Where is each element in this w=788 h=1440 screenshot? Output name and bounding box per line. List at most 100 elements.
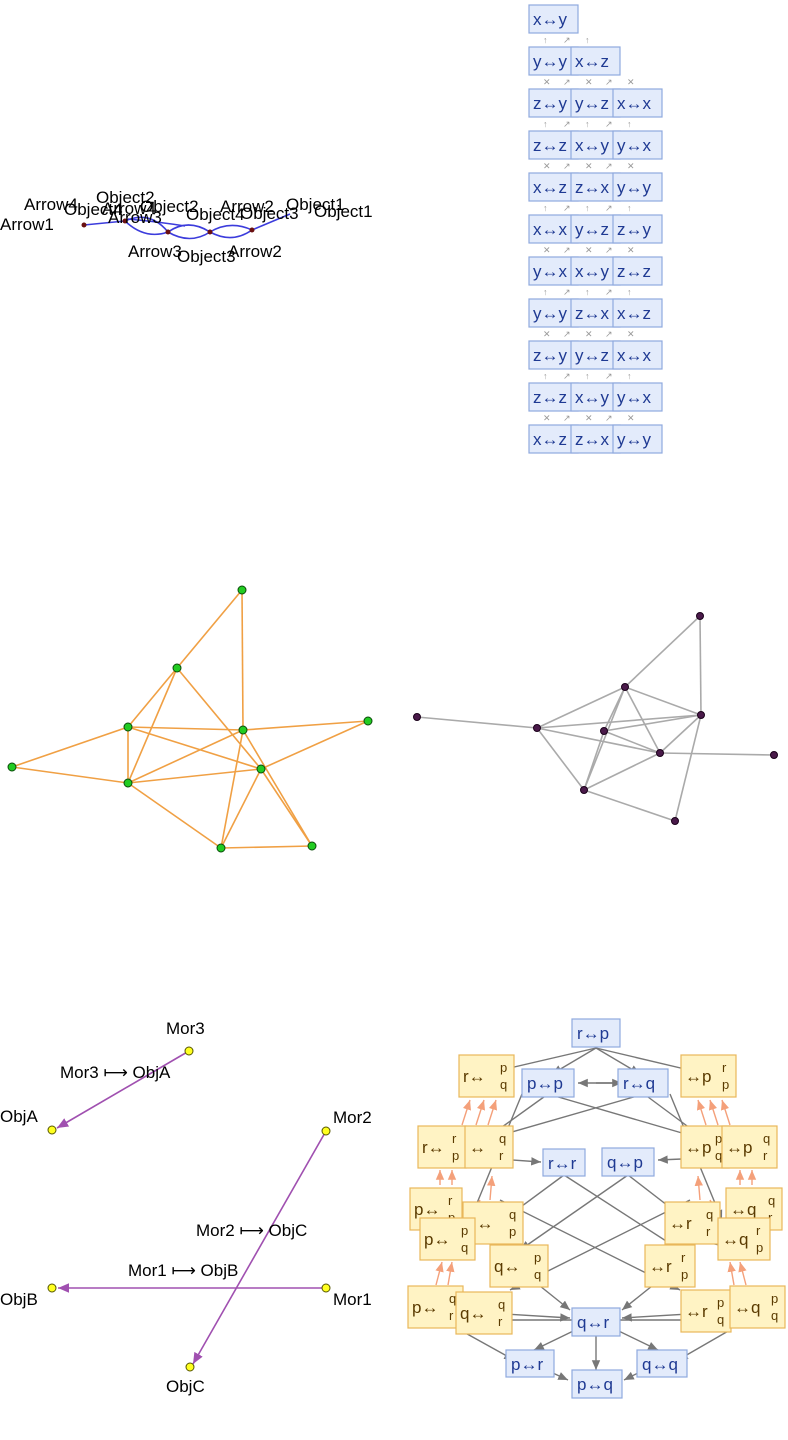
swap-connector-mark: ✕: [543, 329, 551, 339]
swap-node-main: ↔r: [649, 1257, 672, 1276]
swap-connector-mark: ↗: [605, 161, 613, 171]
swap-node-top: q: [768, 1193, 775, 1208]
swap-cell: y↔y: [612, 424, 663, 454]
label-overlap-6: Arrow2: [220, 197, 274, 216]
swap-connector-mark: ↑: [543, 371, 548, 381]
swap-node-bottom: p: [509, 1224, 516, 1239]
swap-cell: x↔x: [612, 340, 663, 370]
swap-node-main: p↔: [412, 1298, 438, 1317]
swap-cell: z↔y: [528, 88, 579, 118]
swap-node-yellow: q↔pq: [489, 1244, 549, 1288]
swap-cell: x↔y: [528, 4, 579, 34]
edge-label-mor3-obja: Mor3 ⟼ ObjA: [60, 1063, 171, 1082]
swap-connector-mark: ↗: [563, 119, 571, 129]
swap-connector-mark: ↑: [627, 287, 632, 297]
morphism-edges: [56, 1050, 327, 1365]
swap-node-bottom: q: [534, 1267, 541, 1282]
swap-connector-mark: ✕: [585, 329, 593, 339]
swap-connector-mark: ↑: [585, 119, 590, 129]
swap-connector-mark: ↑: [627, 119, 632, 129]
swap-node-main: ↔q: [722, 1230, 748, 1249]
panel-gray-graph: [413, 612, 778, 825]
swap-node-label: p↔p: [527, 1074, 563, 1093]
swap-node-bottom: r: [499, 1148, 504, 1163]
swap-cell: y↔x: [612, 130, 663, 160]
swap-node-bottom: q: [715, 1148, 722, 1163]
swap-connector-mark: ↗: [563, 245, 571, 255]
swap-cell-label: x↔x: [533, 220, 568, 239]
label-arrow2: Arrow2: [228, 242, 282, 261]
swap-node-main: ↔r: [669, 1214, 692, 1233]
label-overlap-7: Object3: [240, 204, 299, 223]
swap-connector-mark: ✕: [585, 77, 593, 87]
swap-cell-label: z↔x: [575, 430, 610, 449]
edge-mor3-obja: [56, 1050, 190, 1129]
swap-cell: x↔z: [528, 424, 579, 454]
swap-cell-label: z↔z: [533, 136, 567, 155]
swap-cell-label: x↔y: [575, 136, 610, 155]
swap-cell-label: y↔x: [617, 136, 652, 155]
swap-node-main: ↔p: [685, 1138, 711, 1157]
swap-cell-label: z↔y: [533, 346, 568, 365]
swap-node-main: p↔: [414, 1200, 440, 1219]
swap-node-blue: q↔q: [636, 1349, 688, 1378]
swap-cell: y↔y: [612, 172, 663, 202]
swap-cell: z↔x: [570, 424, 621, 454]
swap-node-top: r: [681, 1250, 686, 1265]
category-graph-edges: [83, 213, 291, 240]
swap-connector-mark: ↗: [563, 371, 571, 381]
swap-node-top: p: [717, 1295, 724, 1310]
node-label-mor1: Mor1: [333, 1290, 372, 1309]
swap-cell: y↔y: [528, 46, 579, 76]
panel-orange-graph: [7, 585, 373, 853]
swap-node-blue: r↔r: [542, 1148, 586, 1177]
swap-cell-label: x↔z: [533, 430, 567, 449]
swap-cell-label: x↔x: [617, 346, 652, 365]
swap-connector-mark: ↗: [605, 371, 613, 381]
swap-node-blue: r↔q: [617, 1068, 669, 1098]
swap-cell: z↔x: [570, 298, 621, 328]
swap-cell-label: y↔x: [533, 262, 568, 281]
swap-cell-label: y↔y: [617, 430, 652, 449]
swap-node-main: ↔q: [734, 1298, 760, 1317]
swap-connector-mark: ↗: [605, 287, 613, 297]
node-label-objb: ObjB: [0, 1290, 38, 1309]
swap-node-main: ↔r: [685, 1302, 708, 1321]
swap-node-label: r↔r: [548, 1154, 577, 1173]
panel-category-graph: Arrow1 Object2 Arrow3 Object3 Arrow2 Obj…: [0, 188, 373, 266]
swap-cell: x↔y: [570, 130, 621, 160]
swap-connector-mark: ↗: [605, 203, 613, 213]
swap-connector-mark: ✕: [627, 329, 635, 339]
swap-connector-mark: ✕: [543, 77, 551, 87]
swap-cell-label: z↔x: [575, 178, 610, 197]
swap-cell-label: x↔y: [575, 262, 610, 281]
swap-node-bottom: r: [498, 1314, 503, 1329]
swap-node-bottom: r: [706, 1224, 711, 1239]
swap-connector-mark: ✕: [543, 245, 551, 255]
swap-cell-label: y↔x: [617, 388, 652, 407]
swap-node-top: q: [763, 1131, 770, 1146]
gray-graph-nodes: [413, 612, 778, 825]
swap-cell-label: x↔z: [533, 178, 567, 197]
swap-node-main: p↔: [424, 1230, 450, 1249]
swap-connector-mark: ↑: [585, 203, 590, 213]
label-overlap-4: Arrow3: [108, 208, 162, 227]
swap-connector-mark: ✕: [627, 245, 635, 255]
swap-cell: z↔y: [612, 214, 663, 244]
swap-node-label: p↔q: [577, 1375, 613, 1394]
label-object1-b: Object1: [314, 202, 373, 221]
swap-node-bottom: p: [756, 1240, 763, 1255]
swap-connector-mark: ↗: [563, 413, 571, 423]
swap-connector-mark: ↑: [585, 287, 590, 297]
swap-node-main: ↔: [469, 1138, 486, 1157]
swap-connector-mark: ↗: [605, 77, 613, 87]
swap-cell: y↔x: [612, 382, 663, 412]
category-graph-nodes: [81, 218, 255, 235]
label-arrow1: Arrow1: [0, 215, 54, 234]
